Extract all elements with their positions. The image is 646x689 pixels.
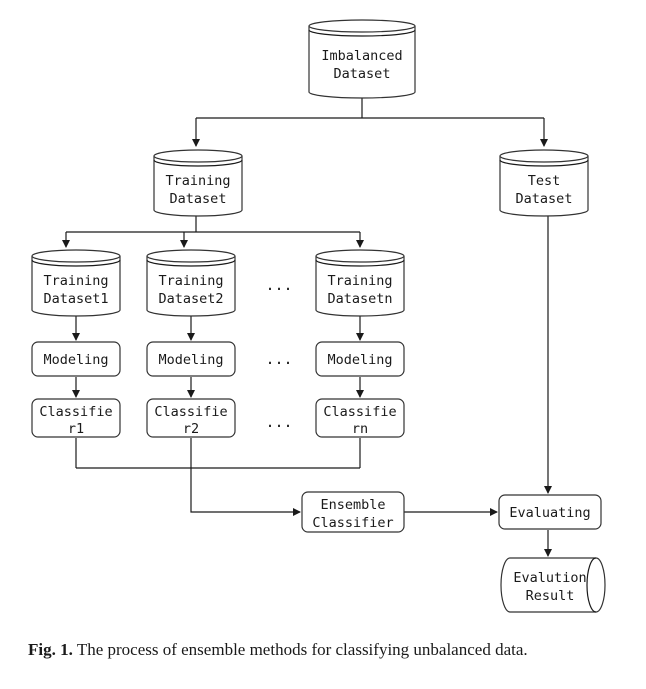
training-dataset1-line1: Training	[43, 273, 108, 289]
modeling-1-label: Modeling	[43, 352, 108, 368]
training-datasetn-node: Training Datasetn	[315, 249, 405, 317]
figure-caption: Fig. 1. The process of ensemble methods …	[28, 640, 638, 660]
classifier-2-line2: r2	[183, 421, 199, 437]
evaluating-label: Evaluating	[509, 505, 590, 521]
connectors	[62, 94, 552, 557]
figure-caption-text: The process of ensemble methods for clas…	[76, 640, 528, 659]
classifier-2-line1: Classifie	[154, 404, 227, 420]
evaluating-node: Evaluating	[498, 494, 602, 530]
classifier-n-line1: Classifie	[323, 404, 396, 420]
training-dataset1-node: Training Dataset1	[31, 249, 121, 317]
modeling-2-label: Modeling	[158, 352, 223, 368]
evaluation-result-line2: Result	[526, 588, 575, 604]
classifier-2-node: Classifie r2	[146, 398, 236, 438]
training-dataset-line1: Training	[165, 173, 230, 189]
ellipsis-training: ...	[265, 276, 292, 294]
training-dataset2-node: Training Dataset2	[146, 249, 236, 317]
test-dataset-line1: Test	[528, 173, 561, 189]
classifier-n-line2: rn	[352, 421, 368, 437]
training-dataset2-line2: Dataset2	[158, 291, 223, 307]
training-datasetn-line2: Datasetn	[327, 291, 392, 307]
classifier-1-node: Classifie r1	[31, 398, 121, 438]
ensemble-classifier-line1: Ensemble	[320, 497, 385, 513]
training-dataset1-line2: Dataset1	[43, 291, 108, 307]
edge-to-ensemble	[190, 468, 301, 516]
test-dataset-node: Test Dataset	[499, 149, 589, 217]
ensemble-classifier-line2: Classifier	[312, 515, 393, 531]
modeling-n-label: Modeling	[327, 352, 392, 368]
classifier-1-line1: Classifie	[39, 404, 112, 420]
modeling-1-node: Modeling	[31, 341, 121, 377]
imbalanced-dataset-node: Imbalanced Dataset	[308, 19, 416, 99]
test-dataset-line2: Dataset	[516, 191, 573, 207]
training-dataset2-line1: Training	[158, 273, 223, 289]
training-dataset-node: Training Dataset	[153, 149, 243, 217]
evaluation-result-line1: Evalution	[513, 570, 586, 586]
training-dataset-line2: Dataset	[170, 191, 227, 207]
ellipsis-modeling: ...	[265, 350, 292, 368]
ensemble-classifier-node: Ensemble Classifier	[301, 491, 405, 533]
classifier-1-line2: r1	[68, 421, 84, 437]
evaluation-result-node: Evalution Result	[500, 557, 606, 613]
training-datasetn-line1: Training	[327, 273, 392, 289]
figure-caption-label: Fig. 1.	[28, 640, 73, 659]
ellipsis-classifier: ...	[265, 413, 292, 431]
imbalanced-dataset-line2: Dataset	[334, 66, 391, 82]
modeling-n-node: Modeling	[315, 341, 405, 377]
classifier-n-node: Classifie rn	[315, 398, 405, 438]
flow-diagram: Imbalanced Dataset Training Dataset Test…	[31, 19, 606, 613]
imbalanced-dataset-line1: Imbalanced	[321, 48, 402, 64]
modeling-2-node: Modeling	[146, 341, 236, 377]
